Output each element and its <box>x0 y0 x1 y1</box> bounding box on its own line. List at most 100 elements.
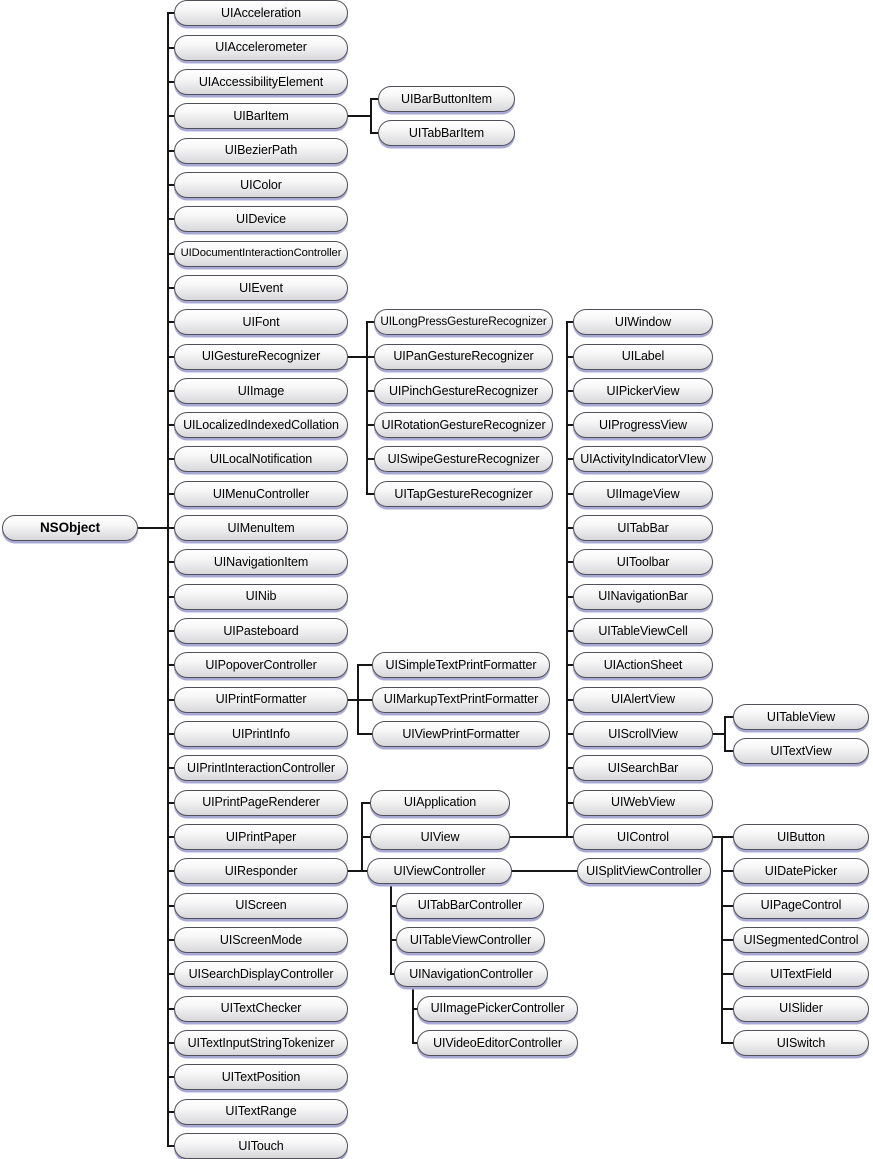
class-node-UIActivityIndicatorVIew: UIActivityIndicatorVIew <box>573 446 713 473</box>
class-node-UIAlertView: UIAlertView <box>573 686 713 713</box>
class-node-label: UITabBarController <box>417 898 523 913</box>
class-node-label: UIToolbar <box>616 555 670 570</box>
class-node-label: UITapGestureRecognizer <box>394 486 533 501</box>
class-node-label: UIPasteboard <box>223 623 299 638</box>
class-node-label: UITextInputStringTokenizer <box>187 1035 335 1050</box>
class-node-label: UISplitViewController <box>586 864 702 879</box>
connector-line <box>357 664 374 667</box>
connector-line <box>167 1076 176 1079</box>
class-node-label: UISegmentedControl <box>743 932 859 947</box>
class-node-label: UIPanGestureRecognizer <box>393 349 534 364</box>
class-node-UIAcceleration: UIAcceleration <box>174 0 348 27</box>
class-node-UIPrintInfo: UIPrintInfo <box>174 721 348 748</box>
class-node-label: UITableView <box>766 709 836 724</box>
connector-line <box>167 321 176 324</box>
connector-line <box>566 355 575 358</box>
class-node-label: UIControl <box>617 829 669 844</box>
class-node-label: UITabBarItem <box>408 126 485 141</box>
class-node-label: UILocalizedIndexedCollation <box>183 417 339 432</box>
class-node-UIProgressView: UIProgressView <box>573 412 713 439</box>
class-node-UIToolbar: UIToolbar <box>573 549 713 576</box>
class-node-UILocalNotification: UILocalNotification <box>174 446 348 473</box>
class-node-UIImage: UIImage <box>174 377 348 404</box>
class-node-UISearchBar: UISearchBar <box>573 755 713 782</box>
class-node-UIRotationGestureRecognizer: UIRotationGestureRecognizer <box>374 412 553 439</box>
class-node-label: UIGestureRecognizer <box>201 349 321 364</box>
class-node-label: UITextPosition <box>221 1069 301 1084</box>
class-node-label: UISlider <box>779 1001 823 1016</box>
connector-line <box>566 424 575 427</box>
class-node-UITabBarController: UITabBarController <box>396 892 544 919</box>
connector-line <box>721 835 735 838</box>
connector-line <box>366 321 376 324</box>
class-node-label: UIViewController <box>393 864 486 879</box>
connector-line <box>370 132 380 135</box>
connector-line <box>167 595 176 598</box>
class-node-label: UIImage <box>237 383 285 398</box>
connector-line <box>510 870 579 873</box>
connector-line <box>361 835 372 838</box>
class-node-label: UIPinchGestureRecognizer <box>388 383 539 398</box>
connector-line <box>167 218 176 221</box>
connector-line <box>721 938 735 941</box>
connector-line <box>390 883 392 976</box>
class-node-UITableView: UITableView <box>733 703 869 730</box>
connector-line <box>721 1007 735 1010</box>
connector-line <box>566 801 575 804</box>
class-node-UILongPressGestureRecognizer: UILongPressGestureRecognizer <box>374 309 553 336</box>
class-node-UIEvent: UIEvent <box>174 274 348 301</box>
connector-line <box>167 664 176 667</box>
connector-line <box>366 458 376 461</box>
class-node-label: UIImagePickerController <box>430 1001 565 1016</box>
class-node-label: UIButton <box>777 829 825 844</box>
class-node-UIAccessibilityElement: UIAccessibilityElement <box>174 68 348 95</box>
class-node-label: UIApplication <box>403 795 477 810</box>
class-node-label: UIScrollView <box>608 726 678 741</box>
class-node-UILabel: UILabel <box>573 343 713 370</box>
class-node-UISplitViewController: UISplitViewController <box>577 858 711 885</box>
connector-line <box>357 698 374 701</box>
class-node-UISwitch: UISwitch <box>733 1029 869 1056</box>
connector-line <box>167 458 176 461</box>
class-node-label: UINavigationController <box>409 967 533 981</box>
connector-line <box>167 698 176 701</box>
class-node-label: UITextView <box>770 743 832 758</box>
connector-line <box>167 561 176 564</box>
class-node-label: UIActivityIndicatorVIew <box>580 452 706 467</box>
class-node-label: UIPrintPageRenderer <box>202 795 320 810</box>
class-node-label: UIPageControl <box>760 898 842 913</box>
connector-line <box>366 424 376 427</box>
class-node-UITextInputStringTokenizer: UITextInputStringTokenizer <box>174 1029 348 1056</box>
connector-line <box>167 1007 176 1010</box>
class-node-UIFont: UIFont <box>174 309 348 336</box>
connector-line <box>346 698 359 701</box>
connector-line <box>167 904 176 907</box>
class-node-UIDocumentInteractionController: UIDocumentInteractionController <box>174 240 348 267</box>
class-node-label: UIPrintFormatter <box>215 692 307 707</box>
class-node-UIMenuController: UIMenuController <box>174 480 348 507</box>
class-node-UIWebView: UIWebView <box>573 789 713 816</box>
class-node-label: UILongPressGestureRecognizer <box>380 315 547 329</box>
class-node-UIPanGestureRecognizer: UIPanGestureRecognizer <box>374 343 553 370</box>
class-node-UISearchDisplayController: UISearchDisplayController <box>174 961 348 988</box>
connector-line <box>566 389 575 392</box>
class-node-UIBarButtonItem: UIBarButtonItem <box>378 86 515 113</box>
connector-line <box>167 835 176 838</box>
connector-line <box>136 527 169 530</box>
class-node-UITextField: UITextField <box>733 961 869 988</box>
connector-line <box>167 801 176 804</box>
class-node-label: UIBarButtonItem <box>401 91 492 106</box>
class-node-label: UIVideoEditorController <box>433 1035 562 1050</box>
class-node-label: UISwitch <box>776 1035 826 1050</box>
connector-line <box>167 46 176 49</box>
class-node-UIBarItem: UIBarItem <box>174 103 348 130</box>
class-node-UITabBar: UITabBar <box>573 515 713 542</box>
class-node-UITableViewCell: UITableViewCell <box>573 618 713 645</box>
class-node-label: UIColor <box>240 177 282 192</box>
connector-line <box>167 149 176 152</box>
connector-line <box>167 870 176 873</box>
class-node-label: UIPrintPaper <box>225 829 297 844</box>
class-node-UIGestureRecognizer: UIGestureRecognizer <box>174 343 348 370</box>
class-node-UIPrintPaper: UIPrintPaper <box>174 823 348 850</box>
